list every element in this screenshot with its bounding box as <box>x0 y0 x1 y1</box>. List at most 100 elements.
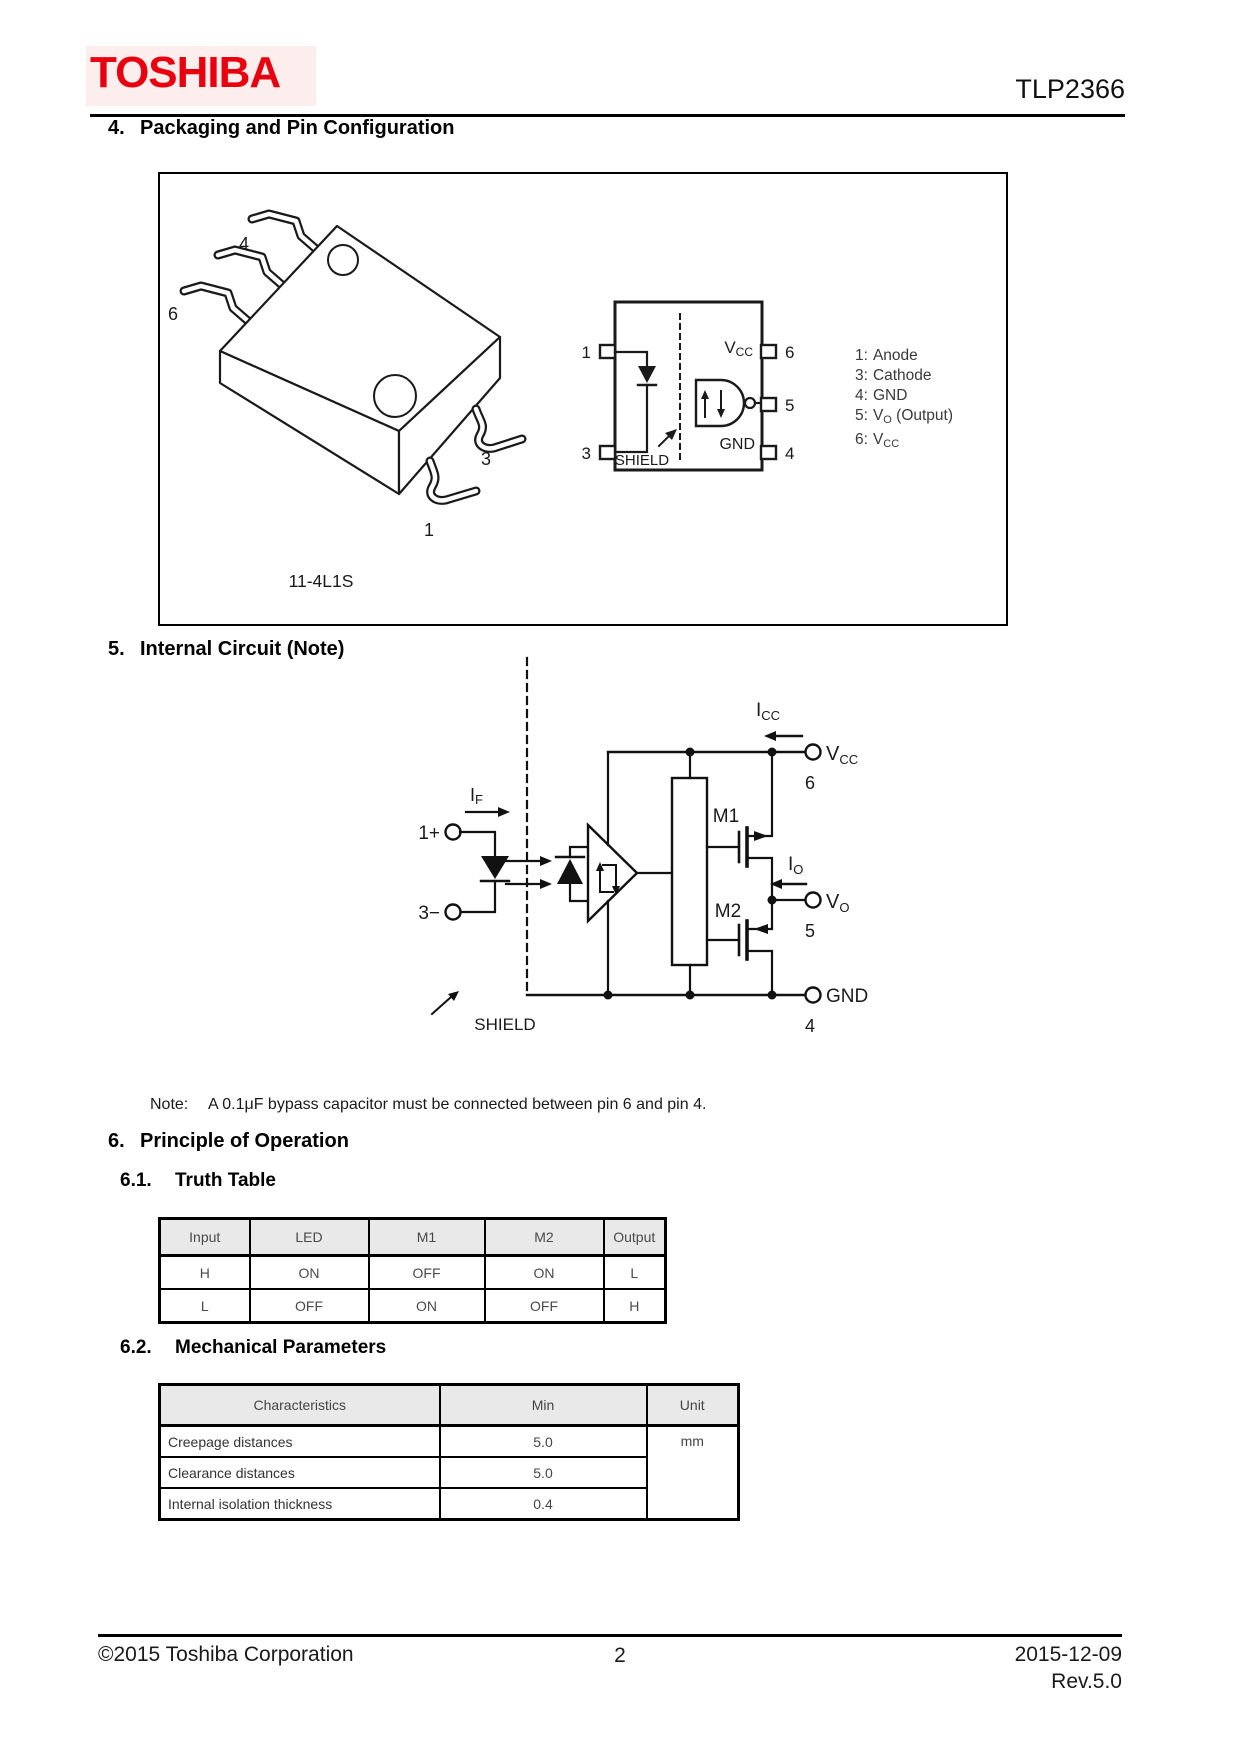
unit-cell: mm <box>645 1424 740 1521</box>
column-header: Output <box>602 1217 667 1257</box>
footer-date: 2015-12-09 <box>1014 1643 1122 1666</box>
column-header: M1 <box>367 1217 486 1257</box>
section-title: Principle of Operation <box>140 1130 349 1152</box>
table-row: Internal isolation thickness 0.4 <box>158 1487 739 1521</box>
column-header: LED <box>248 1217 370 1257</box>
if-label: IF <box>470 785 483 807</box>
section-heading-6-2: 6.2. Mechanical Parameters <box>120 1337 386 1359</box>
section-title: Packaging and Pin Configuration <box>140 117 455 139</box>
table-cell: H <box>602 1288 667 1324</box>
table-cell: Clearance distances <box>158 1456 441 1489</box>
m2-label: M2 <box>715 901 741 922</box>
table-header-row: Input LED M1 M2 Output <box>158 1217 667 1257</box>
circuit-wires <box>430 656 822 1016</box>
package-figure: 4 6 3 1 11-4L1S <box>158 172 1008 626</box>
terminal-3-label: 3− <box>418 903 440 924</box>
footer-revision: Rev.5.0 <box>1051 1670 1122 1693</box>
package-name-label: 11-4L1S <box>289 571 354 591</box>
callout-pin6: 6 <box>168 304 178 324</box>
package-leads-right <box>425 404 527 505</box>
pin4-label: 4 <box>805 1016 815 1036</box>
schematic-shield-label: SHIELD <box>615 452 669 469</box>
gnd-terminal <box>804 986 822 1004</box>
table-cell: 5.0 <box>438 1456 648 1489</box>
pin-description-list: 1:Anode 3:Cathode 4:GND 5:VO (Output) 6:… <box>855 346 953 454</box>
photodiode-symbol <box>557 859 583 884</box>
footer-rule <box>98 1634 1122 1637</box>
circuit-filled-shapes <box>448 731 782 1001</box>
pin-description: 5:VO (Output) <box>855 407 954 426</box>
amplifier-symbol <box>586 822 639 924</box>
mosfet-m2 <box>705 898 774 997</box>
schematic-pin3-label: 3 <box>582 444 591 463</box>
cathode-terminal <box>444 903 462 921</box>
pin-description: 6:VCC <box>855 431 900 450</box>
pin-schematic: 1 3 6 5 4 VCC GND SHIELD <box>582 300 794 472</box>
note-text: Note: A 0.1μF bypass capacitor must be c… <box>150 1096 706 1114</box>
m1-label: M1 <box>713 806 739 827</box>
table-cell: Creepage distances <box>158 1424 441 1458</box>
icc-label: ICC <box>756 700 780 723</box>
package-drawing: 4 6 3 1 11-4L1S <box>168 209 527 591</box>
note-body: A 0.1μF bypass capacitor must be connect… <box>208 1096 707 1113</box>
pin-description: 3:Cathode <box>855 367 932 384</box>
circuit-labels: 1+ 3− IF ICC VCC 6 IO VO 5 M1 M2 GND 4 S… <box>418 700 868 1036</box>
column-header: Unit <box>645 1383 740 1427</box>
section-number: 6. <box>108 1130 125 1152</box>
vcc-label: VCC <box>826 743 858 767</box>
schematic-gnd-label: GND <box>719 436 755 453</box>
vo-terminal <box>804 891 822 909</box>
note-label: Note: <box>150 1096 189 1113</box>
section-title: Mechanical Parameters <box>175 1337 387 1358</box>
column-header: M2 <box>483 1217 605 1257</box>
led-symbol <box>481 856 509 879</box>
section-number: 4. <box>108 117 125 139</box>
schmitt-gate-symbol <box>694 378 763 428</box>
column-header: Min <box>438 1383 648 1427</box>
package-pin-callouts: 4 6 3 1 <box>168 234 491 540</box>
footer-page-number: 2 <box>614 1644 626 1667</box>
table-cell: OFF <box>367 1254 486 1290</box>
pin6-label: 6 <box>805 773 815 793</box>
table-cell: ON <box>367 1288 486 1324</box>
pin-description: 4:GND <box>855 387 908 404</box>
table-cell: OFF <box>248 1288 370 1324</box>
schematic-pin6-label: 6 <box>785 343 794 362</box>
table-row: L OFF ON OFF H <box>158 1288 667 1324</box>
pin5-label: 5 <box>805 921 815 941</box>
column-header: Characteristics <box>158 1383 441 1427</box>
table-cell: ON <box>248 1254 370 1290</box>
section-heading-4: 4. Packaging and Pin Configuration <box>108 117 454 140</box>
internal-circuit-svg: 1+ 3− IF ICC VCC 6 IO VO 5 M1 M2 GND 4 S… <box>418 656 868 1036</box>
header-rule <box>90 114 1125 117</box>
callout-pin1: 1 <box>424 520 434 540</box>
table-header-row: Characteristics Min Unit <box>158 1383 740 1427</box>
section-heading-6-1: 6.1. Truth Table <box>120 1170 276 1192</box>
package-body <box>218 224 502 496</box>
gnd-label: GND <box>826 986 868 1007</box>
anode-terminal <box>444 823 462 841</box>
schematic-pin5-label: 5 <box>785 396 794 415</box>
callout-pin4: 4 <box>239 234 249 254</box>
table-row: H ON OFF ON L <box>158 1254 667 1290</box>
table-cell: L <box>158 1288 251 1324</box>
table-cell: 0.4 <box>438 1487 648 1521</box>
table-cell: L <box>602 1254 667 1290</box>
terminal-1-label: 1+ <box>418 823 440 844</box>
logo-backdrop <box>86 46 316 106</box>
shield-label: SHIELD <box>474 1015 535 1034</box>
mechanical-parameters-table: Characteristics Min Unit Creepage distan… <box>158 1383 740 1521</box>
shield-arrow-icon <box>657 429 677 448</box>
part-number: TLP2366 <box>1015 74 1125 104</box>
table-row: Creepage distances 5.0 mm <box>158 1424 740 1521</box>
vo-label: VO <box>826 891 849 915</box>
table-row: Clearance distances 5.0 <box>158 1456 739 1489</box>
section-title: Internal Circuit (Note) <box>140 638 345 660</box>
led-symbol <box>613 350 658 454</box>
callout-pin3: 3 <box>481 449 491 469</box>
vcc-terminal <box>804 743 822 761</box>
table-cell: 5.0 <box>438 1424 648 1458</box>
section-heading-5: 5. Internal Circuit (Note) <box>108 638 344 661</box>
package-figure-svg: 4 6 3 1 11-4L1S <box>168 209 794 591</box>
